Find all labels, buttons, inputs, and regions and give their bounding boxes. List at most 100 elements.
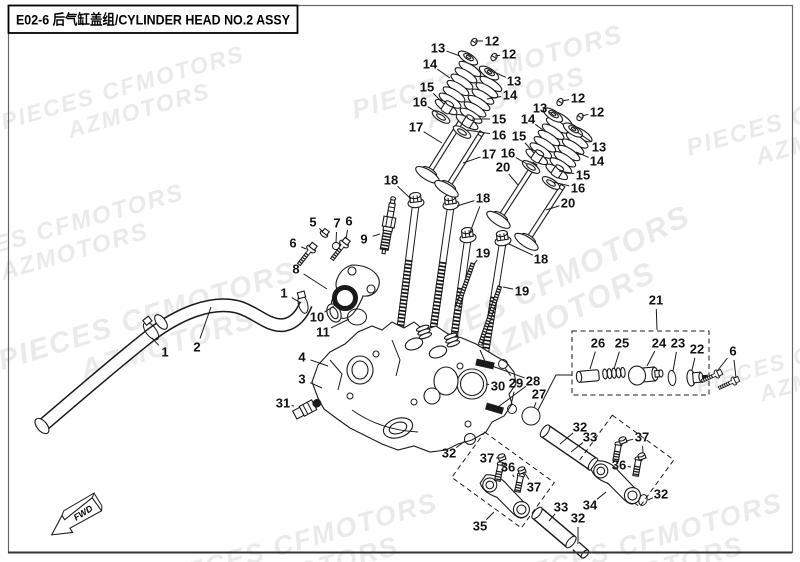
leader-line (523, 471, 530, 480)
callout-12: 12 (502, 47, 516, 62)
callout-6: 6 (729, 344, 736, 359)
leader-line (423, 131, 443, 144)
bolt-5-drawing (319, 227, 331, 238)
bolt-6b-drawing (328, 236, 352, 263)
leader-line (455, 440, 466, 449)
callout-15: 15 (576, 168, 590, 183)
callout-16: 16 (501, 146, 515, 161)
callout-32: 32 (571, 511, 585, 526)
callout-32: 32 (654, 487, 668, 502)
valve-20b-drawing (511, 177, 575, 254)
callout-18: 18 (534, 252, 548, 267)
callout-20: 20 (496, 160, 510, 175)
callout-11: 11 (316, 325, 330, 340)
leader-line (589, 351, 596, 370)
callout-27: 27 (532, 387, 546, 402)
tensioner-assembly-drawing (537, 330, 743, 411)
callout-6: 6 (289, 236, 296, 251)
callout-7: 7 (333, 216, 340, 231)
callout-1: 1 (280, 286, 287, 301)
callout-3: 3 (298, 372, 305, 387)
oring-11-drawing (347, 308, 367, 326)
callout-14: 14 (590, 154, 605, 169)
callout-36: 36 (501, 460, 515, 475)
leader-line (446, 50, 461, 57)
leader-line (291, 404, 295, 407)
callout-19: 19 (476, 246, 490, 261)
callout-33: 33 (583, 430, 597, 445)
callout-2: 2 (193, 340, 200, 355)
leader-line (291, 297, 302, 304)
spark-plug-drawing (379, 196, 397, 255)
leader-line (512, 474, 515, 478)
dowels-and-rings-drawing (464, 358, 541, 445)
callout-layer: 1212131314141515161617171212131314141515… (151, 34, 737, 544)
leader-line (199, 306, 212, 339)
leader-line (613, 351, 620, 370)
callout-23: 23 (671, 336, 685, 351)
leader-line (559, 432, 574, 445)
line-art-layer (34, 36, 743, 559)
leader-line (534, 123, 544, 131)
callout-29: 29 (509, 376, 523, 391)
callout-17: 17 (482, 147, 496, 162)
leader-line (437, 68, 451, 79)
cylinder-head-drawing (311, 321, 517, 453)
leader-line (510, 391, 515, 406)
callout-10: 10 (310, 310, 324, 325)
leader-line (545, 205, 560, 211)
callout-18: 18 (384, 173, 398, 188)
leader-line (310, 359, 329, 367)
callout-37: 37 (480, 451, 494, 466)
callout-33: 33 (554, 500, 568, 515)
callout-25: 25 (615, 336, 629, 351)
callout-20: 20 (561, 196, 575, 211)
leader-line (345, 229, 349, 240)
page-title: E02-6 后气缸盖组/CYLINDER HEAD NO.2 ASSY (16, 12, 291, 28)
leader-line (456, 200, 475, 207)
leader-line (547, 111, 552, 114)
leader-line (575, 151, 589, 158)
leader-line (151, 337, 160, 346)
leader-line (672, 351, 677, 372)
leader-line (508, 173, 519, 186)
leader-line (462, 156, 481, 164)
leader-line (310, 382, 323, 389)
leader-line (330, 318, 350, 329)
leader-line (570, 442, 584, 453)
callout-12: 12 (590, 105, 604, 120)
washer-7-drawing (331, 241, 341, 251)
callout-9: 9 (360, 232, 367, 247)
leader-line (647, 497, 654, 501)
callout-16: 16 (571, 181, 585, 196)
callout-13: 13 (431, 41, 445, 56)
leader-line (596, 491, 607, 500)
callout-21: 21 (649, 293, 663, 308)
leader-line (655, 308, 658, 331)
callout-35: 35 (473, 519, 487, 534)
callout-36: 36 (612, 458, 626, 473)
callout-34: 34 (583, 498, 598, 513)
callout-15: 15 (420, 80, 434, 95)
leader-line (485, 383, 490, 386)
callout-6: 6 (345, 214, 352, 229)
leader-line (427, 106, 439, 114)
leader-line (576, 131, 592, 143)
callout-37: 37 (527, 480, 541, 495)
leader-line (433, 93, 445, 105)
callout-14: 14 (423, 57, 438, 72)
leader-line (552, 181, 570, 187)
callout-16: 16 (492, 128, 506, 143)
callout-4: 4 (298, 350, 306, 365)
callout-5: 5 (309, 215, 316, 230)
callout-18: 18 (476, 191, 490, 206)
callout-14: 14 (503, 88, 518, 103)
leader-line (473, 259, 478, 265)
callout-22: 22 (690, 342, 704, 357)
oring-10-drawing (332, 285, 358, 311)
leader-line (493, 71, 506, 78)
callout-37: 37 (635, 430, 649, 445)
